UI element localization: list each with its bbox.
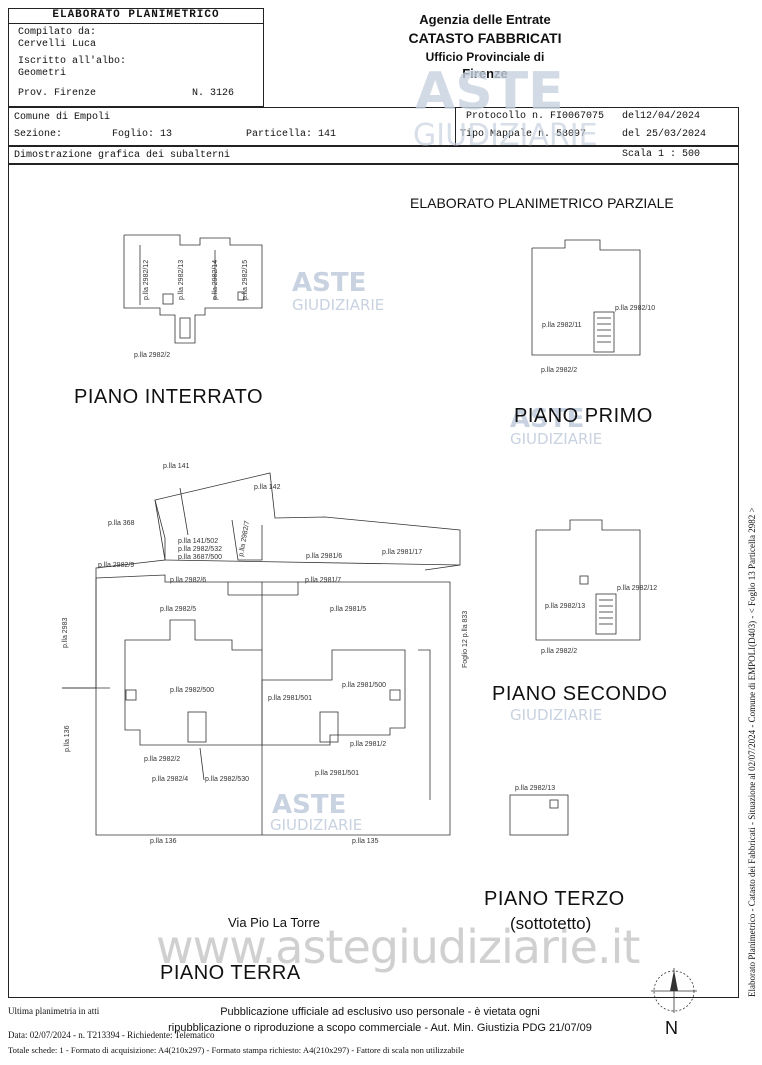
parcel-label: p.lla 2982/532 bbox=[178, 546, 222, 553]
watermark-aste-2: ASTE bbox=[510, 404, 585, 434]
parcel-label: p.lla 2981/500 bbox=[342, 682, 386, 689]
watermark-site: www.astegiudiziarie.it bbox=[156, 920, 640, 974]
plan-secondo bbox=[535, 519, 641, 641]
piano-terzo-label: PIANO TERZO bbox=[484, 888, 625, 910]
piano-secondo-label: PIANO SECONDO bbox=[492, 683, 668, 705]
parcel-label: p.lla 2981/17 bbox=[382, 549, 423, 556]
parcel-label: p.lla 136 bbox=[64, 725, 71, 752]
agency-line4: Firenze bbox=[462, 66, 508, 81]
footer-totale: Totale schede: 1 - Formato di acquisizio… bbox=[8, 1045, 465, 1055]
tipo-date: del 25/03/2024 bbox=[622, 129, 707, 140]
watermark-giudiziarie-1: GIUDIZIARIE bbox=[292, 296, 385, 314]
drawing-title: ELABORATO PLANIMETRICO PARZIALE bbox=[410, 195, 674, 211]
watermark-giudiziarie-4: GIUDIZIARIE bbox=[270, 816, 363, 834]
numero: N. 3126 bbox=[192, 88, 235, 99]
agency-line2: CATASTO FABBRICATI bbox=[408, 30, 562, 46]
parcel-label: p.lla 2982/9 bbox=[98, 562, 135, 569]
north-label: N bbox=[665, 1018, 678, 1038]
tipo-mappale: Tipo Mappale n. 58097 bbox=[460, 129, 587, 140]
parcel-label: p.lla 141 bbox=[163, 463, 190, 470]
drawing-frame bbox=[8, 164, 739, 998]
parcel-label: p.lla 2982/530 bbox=[205, 776, 249, 783]
parcel-label: p.lla 2982/2 bbox=[541, 367, 578, 374]
parcel-label: p.lla 2981/2 bbox=[350, 741, 387, 748]
particella: Particella: 141 bbox=[246, 129, 337, 140]
footer-ultima: Ultima planimetria in atti bbox=[8, 1006, 100, 1016]
via-label: Via Pio La Torre bbox=[228, 915, 321, 930]
agency-line1: Agenzia delle Entrate bbox=[419, 12, 551, 27]
iscritto-label: Iscritto all'albo: bbox=[18, 56, 127, 67]
footer-pubblicazione2: ripubblicazione o riproduzione a scopo c… bbox=[168, 1022, 592, 1034]
piano-interrato-label: PIANO INTERRATO bbox=[74, 386, 264, 408]
comune: Comune di Empoli bbox=[14, 112, 111, 123]
parcel-label: p.lla 135 bbox=[352, 838, 379, 845]
parcel-label: p.lla 2981/6 bbox=[306, 553, 343, 560]
parcel-label: p.lla 2982/4 bbox=[152, 776, 189, 783]
parcel-label: p.lla 2982/13 bbox=[178, 259, 185, 300]
parcel-label: p.lla 2982/2 bbox=[134, 352, 171, 359]
header-title-box bbox=[8, 8, 264, 24]
compilato-label: Compilato da: bbox=[18, 27, 97, 38]
prov: Prov. Firenze bbox=[18, 88, 97, 99]
info-divider bbox=[455, 107, 456, 146]
parcel-label: p.lla 2982/11 bbox=[542, 322, 582, 329]
plan-interrato bbox=[123, 234, 263, 344]
watermark-giudiziarie-header: GIUDIZIARIE bbox=[413, 118, 598, 153]
plan-terzo bbox=[509, 794, 569, 836]
parcel-label: p.lla 2982/10 bbox=[615, 305, 656, 312]
parcel-label: p.lla 368 bbox=[108, 520, 135, 527]
info-box bbox=[8, 107, 739, 146]
parcel-label: p.lla 2982/2 bbox=[144, 756, 181, 763]
parcel-label: p.lla 142 bbox=[254, 484, 281, 491]
parcel-label: p.lla 2982/14 bbox=[212, 259, 219, 300]
piano-terra-label: PIANO TERRA bbox=[160, 962, 301, 984]
parcel-label: p.lla 2982/5 bbox=[160, 606, 197, 613]
piano-primo-label: PIANO PRIMO bbox=[514, 405, 653, 427]
sottotetto-label: (sottotetto) bbox=[510, 914, 592, 933]
foglio: Foglio: 13 bbox=[112, 129, 173, 140]
compilato-name: Cervelli Luca bbox=[18, 39, 97, 50]
sezione: Sezione: bbox=[14, 129, 63, 140]
scala: Scala 1 : 500 bbox=[622, 149, 701, 160]
footer-pubblicazione1: Pubblicazione ufficiale ad esclusivo uso… bbox=[220, 1006, 540, 1018]
parcel-label: p.lla 2982/13 bbox=[545, 603, 586, 610]
dimostrazione: Dimostrazione grafica dei subalterni bbox=[14, 150, 231, 161]
protocollo-date: del12/04/2024 bbox=[622, 111, 701, 122]
parcel-label: p.lla 2981/5 bbox=[330, 606, 367, 613]
parcel-label: p.lla 136 bbox=[150, 838, 177, 845]
parcel-label: p.lla 2981/501 bbox=[268, 695, 312, 702]
parcel-label: p.lla 2982/2 bbox=[541, 648, 578, 655]
plan-primo bbox=[531, 239, 641, 356]
plan-terra bbox=[62, 472, 461, 836]
dimostrazione-box bbox=[8, 146, 739, 164]
parcel-label: p.lla 2981/501 bbox=[315, 770, 359, 777]
footer-data: Data: 02/07/2024 - n. T213394 - Richiede… bbox=[8, 1030, 215, 1040]
north-arrow-icon bbox=[651, 968, 697, 1013]
parcel-label: p.lla 2982/15 bbox=[242, 259, 249, 300]
parcel-label: p.lla 141/502 bbox=[178, 538, 219, 545]
parcel-label: Foglio 12 p.lla 833 bbox=[462, 610, 469, 668]
agency-line3: Ufficio Provinciale di bbox=[425, 50, 545, 64]
parcel-label: p.lla 2981/7 bbox=[305, 577, 342, 584]
parcel-label: p.lla 3687/500 bbox=[178, 554, 222, 561]
watermark-giudiziarie-3: GIUDIZIARIE bbox=[510, 706, 603, 724]
parcel-label: p.lla 2982/500 bbox=[170, 687, 214, 694]
watermark-aste-header: ASTE bbox=[415, 62, 564, 122]
header-title: ELABORATO PLANIMETRICO bbox=[52, 9, 220, 21]
watermark-aste-1: ASTE bbox=[292, 268, 367, 298]
parcel-label: p.lla 2982/13 bbox=[515, 785, 556, 792]
protocollo: Protocollo n. FI0067075 bbox=[466, 111, 605, 122]
iscritto-value: Geometri bbox=[18, 68, 67, 79]
parcel-label: p.lla 2983 bbox=[62, 617, 69, 648]
parcel-label: p.lla 2982/12 bbox=[143, 259, 150, 300]
parcel-label: p.lla 2982/6 bbox=[170, 577, 207, 584]
watermark-aste-4: ASTE bbox=[272, 790, 347, 820]
parcel-label: p.lla 2982/12 bbox=[617, 585, 658, 592]
watermark-giudiziarie-2: GIUDIZIARIE bbox=[510, 430, 603, 448]
